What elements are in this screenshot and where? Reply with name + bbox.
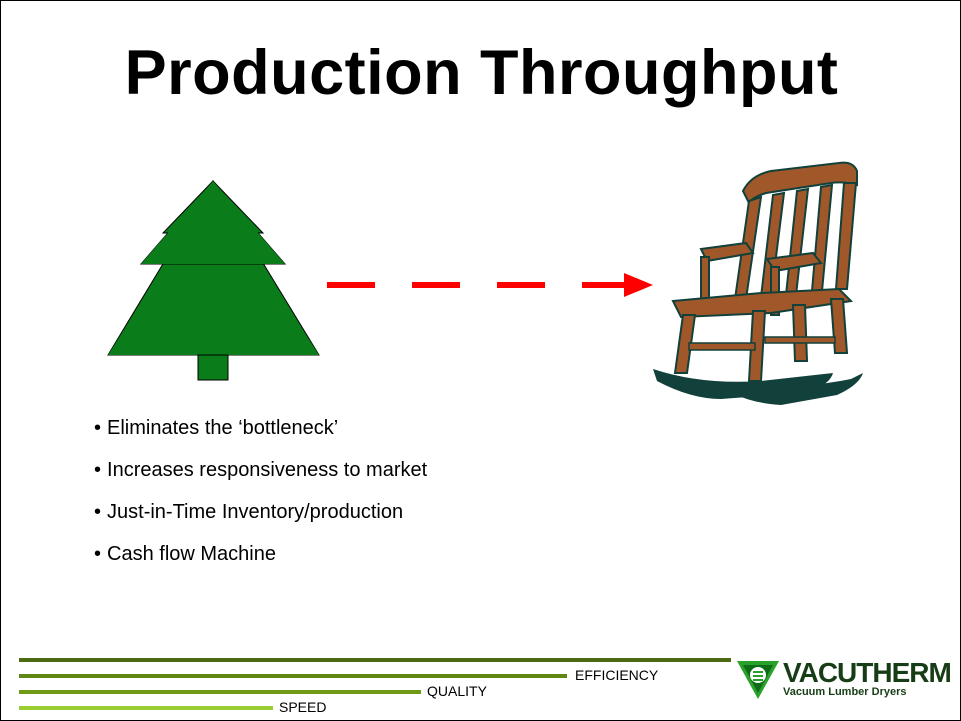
footer-label-efficiency: EFFICIENCY <box>575 667 659 683</box>
footer-line-quality <box>19 690 421 694</box>
bullet-item: Just-in-Time Inventory/production <box>94 497 427 539</box>
rocking-chair-icon <box>653 161 863 405</box>
footer-line-speed <box>19 706 273 710</box>
logo-name: VACUTHERM <box>783 657 952 688</box>
slide-title: Production Throughput <box>124 38 839 108</box>
bullet-item: Increases responsiveness to market <box>94 455 427 497</box>
pine-tree-icon <box>107 180 320 381</box>
footer-line-efficiency-inner <box>19 674 567 678</box>
footer-lines <box>19 658 731 710</box>
dashed-arrow-icon <box>327 273 653 297</box>
bullet-list: Eliminates the ‘bottleneck’ Increases re… <box>94 413 427 581</box>
logo-tagline: Vacuum Lumber Dryers <box>783 686 907 698</box>
vacutherm-logo: VACUTHERM Vacuum Lumber Dryers <box>735 657 952 701</box>
footer-line-efficiency <box>19 658 731 662</box>
footer-label-speed: SPEED <box>279 699 327 715</box>
logo-emblem-icon <box>737 661 779 699</box>
bullet-item: Cash flow Machine <box>94 539 427 581</box>
bullet-item: Eliminates the ‘bottleneck’ <box>94 413 427 455</box>
footer-label-quality: QUALITY <box>427 683 487 699</box>
